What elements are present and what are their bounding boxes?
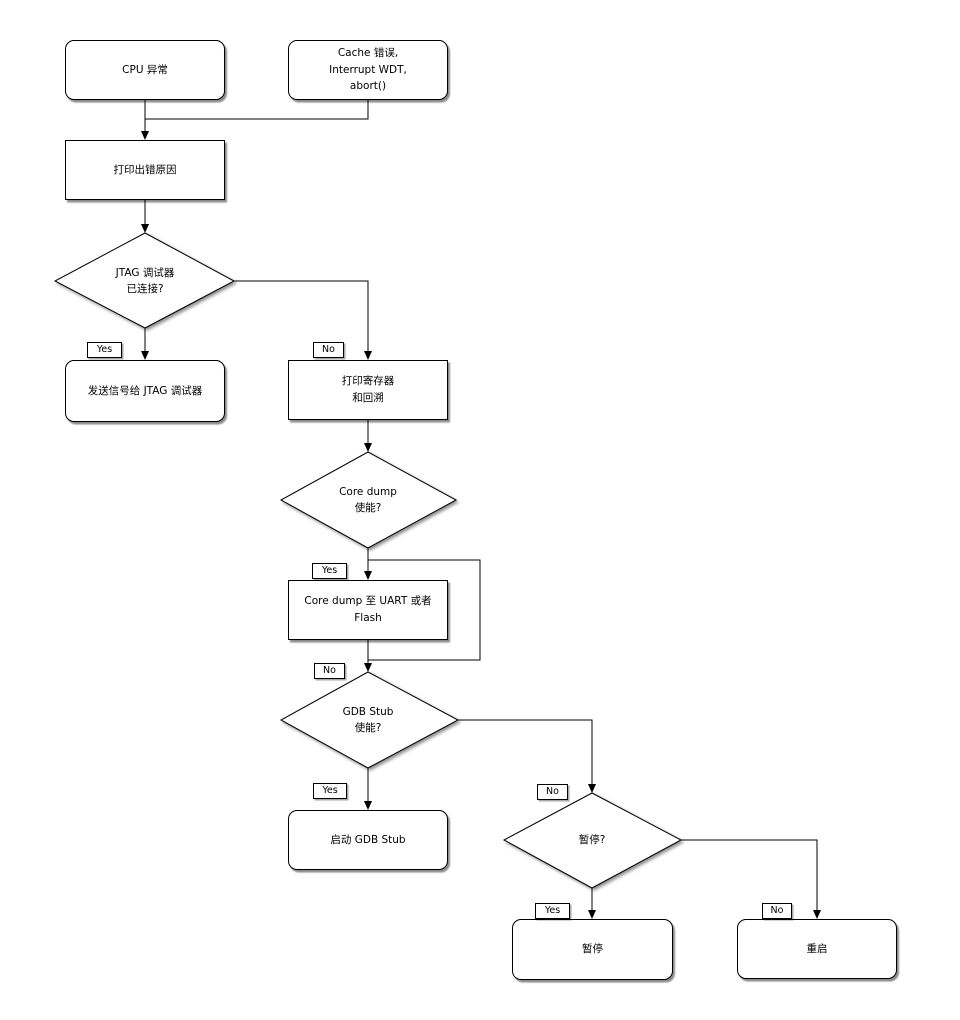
node-start-gdb-stub: 启动 GDB Stub xyxy=(288,810,448,870)
node-reboot: 重启 xyxy=(737,919,897,979)
node-cache-error-wdt-abort: Cache 错误, Interrupt WDT, abort() xyxy=(288,40,448,100)
edge-gdb-no xyxy=(458,719,593,785)
arrowhead xyxy=(141,224,149,233)
node-send-signal-to-jtag-label: 发送信号给 JTAG 调试器 xyxy=(87,384,203,397)
node-core-dump-to-uart-flash-label: Core dump 至 UART 或者 Flash xyxy=(304,595,432,624)
edge-coredump-no-bypass xyxy=(368,559,481,661)
edge-halt-no xyxy=(681,839,818,911)
edge-label-no-jtag: No xyxy=(313,342,344,358)
edge-label-yes-gdb: Yes xyxy=(313,783,347,799)
node-send-signal-to-jtag: 发送信号给 JTAG 调试器 xyxy=(65,360,225,422)
edge-label-yes-jtag: Yes xyxy=(87,342,122,358)
node-core-dump-to-uart-flash: Core dump 至 UART 或者 Flash xyxy=(288,580,448,640)
node-start-gdb-stub-label: 启动 GDB Stub xyxy=(330,833,406,846)
arrowhead xyxy=(364,351,372,360)
node-cpu-exception-label: CPU 异常 xyxy=(122,63,168,76)
edge-label-no-gdb: No xyxy=(537,784,568,800)
node-print-registers-backtrace: 打印寄存器 和回溯 xyxy=(288,360,448,420)
edge-jtag-no xyxy=(234,280,369,352)
node-reboot-label: 重启 xyxy=(806,942,828,955)
decision-jtag-connected-diamond xyxy=(53,232,236,329)
edge-label-yes-coredump: Yes xyxy=(312,563,347,579)
edge-cache-to-print xyxy=(145,100,369,120)
arrowhead xyxy=(364,571,372,580)
node-print-registers-backtrace-label: 打印寄存器 和回溯 xyxy=(341,375,395,404)
arrowhead xyxy=(141,351,149,360)
edge-label-yes-halt: Yes xyxy=(535,903,570,919)
node-print-error-reason-label: 打印出错原因 xyxy=(113,163,177,176)
edge-label-no-halt: No xyxy=(762,903,792,919)
decision-halt-diamond xyxy=(502,792,683,889)
arrowhead xyxy=(813,910,821,919)
arrowhead xyxy=(588,784,596,793)
edge-label-no-coredump: No xyxy=(314,663,345,679)
node-halt-label: 暂停 xyxy=(582,943,603,956)
node-cpu-exception: CPU 异常 xyxy=(65,40,225,100)
arrowhead xyxy=(364,663,372,672)
node-print-error-reason: 打印出错原因 xyxy=(65,140,225,200)
arrowhead xyxy=(588,910,596,919)
node-halt: 暂停 xyxy=(512,919,673,980)
decision-core-dump-enabled-diamond xyxy=(279,451,458,549)
arrowhead xyxy=(364,443,372,452)
arrowhead xyxy=(141,131,149,140)
arrowhead xyxy=(364,801,372,810)
decision-gdb-stub-enabled-diamond xyxy=(279,671,460,769)
node-cache-error-wdt-abort-label: Cache 错误, Interrupt WDT, abort() xyxy=(329,46,407,93)
